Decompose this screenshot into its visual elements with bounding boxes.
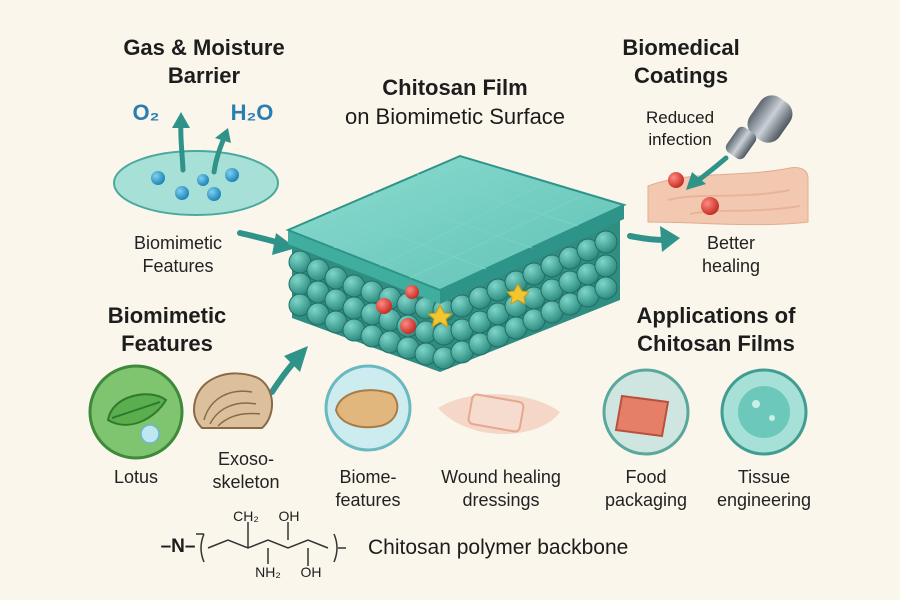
wound-label-line2: dressings bbox=[462, 490, 540, 510]
wound-dressing-icon bbox=[438, 393, 560, 434]
barrier-caption-line2: Features bbox=[142, 256, 214, 276]
exoskeleton-label-line1: Exoso- bbox=[217, 449, 275, 469]
bacteria-particle bbox=[376, 298, 392, 314]
water-droplet bbox=[140, 424, 160, 444]
molecule-dot bbox=[197, 174, 209, 186]
water-label: H₂O bbox=[230, 100, 274, 125]
skin-patch bbox=[647, 167, 809, 226]
nozzle-icon bbox=[725, 95, 793, 160]
arrow-to-film-icon bbox=[237, 230, 296, 255]
tissue-engineering-icon bbox=[720, 368, 808, 456]
food-label-line1: Food bbox=[625, 467, 667, 487]
bacteria-particle bbox=[400, 318, 416, 334]
center-title-line2: on Biomimetic Surface bbox=[344, 104, 566, 129]
arrow-to-healing-icon bbox=[627, 226, 680, 252]
exoskeleton-label-line2: skeleton bbox=[212, 472, 280, 492]
lotus-label: Lotus bbox=[113, 467, 159, 487]
barrier-caption-line1: Biomimetic bbox=[133, 233, 222, 253]
better-healing-line1: Better bbox=[706, 233, 756, 253]
film-top-surface bbox=[285, 154, 627, 292]
star-particle bbox=[426, 303, 454, 329]
arrow-to-film-from-features-icon bbox=[269, 346, 308, 395]
star-particle bbox=[505, 282, 531, 305]
coatings-title-line1: Biomedical bbox=[622, 35, 740, 60]
biome-feature-icon bbox=[324, 364, 412, 452]
tissue-label-line1: Tissue bbox=[737, 467, 791, 487]
applications-title-line1: Applications of bbox=[636, 303, 796, 328]
tissue-label-line2: engineering bbox=[716, 490, 812, 510]
polymer-oh-top-label: OH bbox=[278, 508, 300, 524]
polymer-oh-bottom-label: OH bbox=[300, 564, 322, 580]
oxygen-label: O₂ bbox=[132, 100, 160, 125]
biome-label-line2: features bbox=[335, 490, 401, 510]
reduced-infection-line2: infection bbox=[648, 130, 712, 149]
molecule-dot bbox=[207, 187, 221, 201]
bead-layer bbox=[288, 230, 618, 370]
polymer-nh2-label: NH₂ bbox=[255, 564, 281, 580]
exoskeleton-shell-icon bbox=[192, 372, 274, 429]
bacteria-particle bbox=[701, 197, 719, 215]
polymer-caption: Chitosan polymer backbone bbox=[368, 536, 629, 559]
food-label-line2: packaging bbox=[604, 490, 688, 510]
polymer-ch2-label: CH₂ bbox=[233, 508, 259, 524]
polymer-structure bbox=[196, 522, 346, 566]
food-packaging-icon bbox=[602, 368, 690, 456]
applications-title-line2: Chitosan Films bbox=[637, 331, 795, 356]
coatings-title-line2: Coatings bbox=[633, 63, 729, 88]
center-title-line1: Chitosan Film bbox=[382, 75, 528, 100]
chitosan-film-block bbox=[285, 154, 627, 372]
better-healing-line2: healing bbox=[701, 256, 761, 276]
molecule-dot bbox=[151, 171, 165, 185]
arrow-head-icon bbox=[215, 128, 231, 143]
wound-label-line1: Wound healing bbox=[441, 467, 561, 487]
barrier-title-line2: Barrier bbox=[167, 63, 241, 88]
molecule-dot bbox=[175, 186, 189, 200]
biomimetic-title-line2: Features bbox=[121, 331, 213, 356]
biomimetic-title-line1: Biomimetic bbox=[107, 303, 227, 328]
barrier-title-line1: Gas & Moisture bbox=[123, 35, 285, 60]
biome-label-line1: Biome- bbox=[339, 467, 397, 487]
molecule-dot bbox=[225, 168, 239, 182]
lotus-leaf-icon bbox=[88, 364, 184, 460]
polymer-n-label: –N– bbox=[160, 536, 196, 557]
reduced-infection-line1: Reduced bbox=[645, 108, 715, 127]
spray-arrow-icon bbox=[686, 155, 729, 190]
arrow-head-icon bbox=[172, 112, 190, 128]
bacteria-particle bbox=[668, 172, 684, 188]
bacteria-particle bbox=[405, 285, 419, 299]
barrier-dish bbox=[113, 150, 279, 216]
